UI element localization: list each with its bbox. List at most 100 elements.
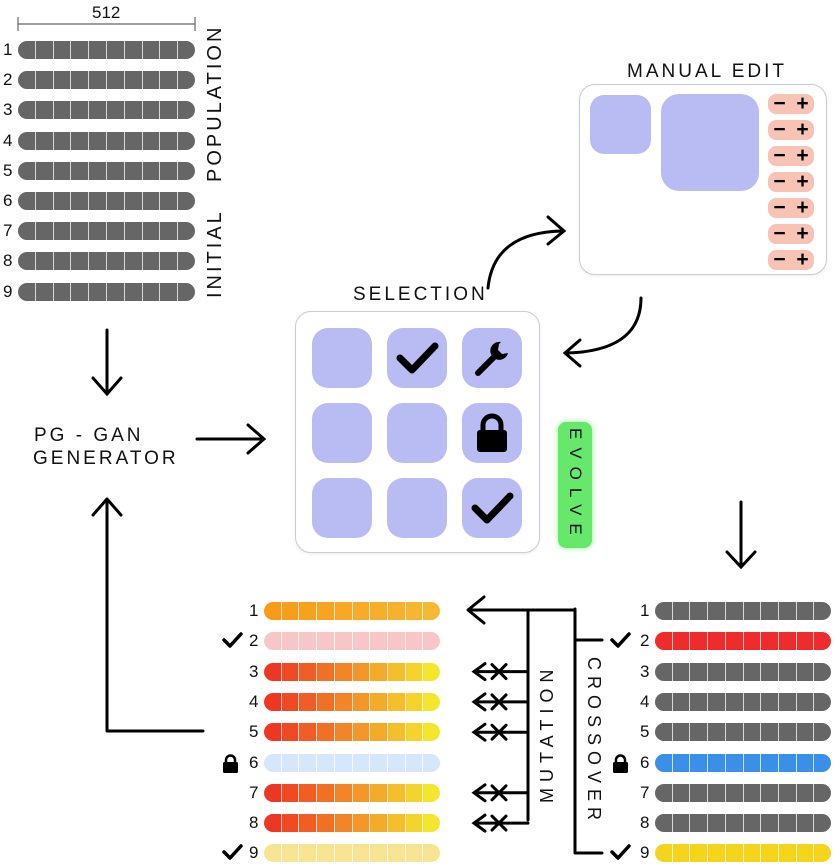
arrow-loop-to-generator [91, 497, 205, 733]
genome-cell [405, 783, 424, 802]
check-icon [396, 342, 439, 374]
row-number: 6 [3, 191, 13, 210]
genome-cell [814, 692, 831, 711]
increase-button[interactable]: + [796, 144, 809, 167]
row-number: 7 [640, 782, 650, 802]
genome-cell [142, 71, 161, 90]
row-number: 8 [3, 251, 13, 271]
genome-cell [18, 222, 36, 241]
genome-cell [71, 161, 90, 180]
genome-cell [370, 662, 388, 681]
genome-row [655, 723, 831, 742]
genome-cell [387, 602, 406, 620]
selection-tile-3[interactable] [462, 328, 522, 388]
genome-cell [655, 692, 673, 711]
increase-button[interactable]: + [796, 222, 809, 245]
genome-cell [743, 723, 762, 742]
selection-tile-2[interactable] [387, 328, 447, 388]
decrease-button[interactable]: − [773, 144, 786, 167]
genome-cell [106, 222, 125, 241]
genome-cell [796, 723, 815, 742]
genome-cell [370, 692, 388, 711]
genome-cell [778, 662, 797, 681]
row-number: 3 [249, 661, 259, 681]
genome-cell [796, 692, 815, 711]
genome-cell [778, 753, 797, 772]
population-label: POPULATION [204, 24, 226, 182]
decrease-button[interactable]: − [773, 248, 786, 271]
mutation-arrow [471, 783, 530, 803]
row-number: 4 [249, 691, 259, 711]
genome-cell [71, 222, 90, 241]
genome-cell [761, 602, 779, 620]
selection-tile-1[interactable] [312, 328, 372, 388]
genome-cell [814, 662, 831, 681]
genome-cell [370, 844, 388, 863]
selection-tile-9[interactable] [462, 478, 522, 538]
genome-cell [89, 161, 107, 180]
genome-cell [89, 41, 107, 59]
genome-cell [334, 723, 353, 742]
decrease-button[interactable]: − [773, 196, 786, 219]
mutation-arrow [471, 662, 530, 682]
genome-row [264, 783, 440, 802]
increase-button[interactable]: + [796, 196, 809, 219]
genome-cell [71, 131, 90, 150]
genome-cell [352, 662, 371, 681]
genome-cell [71, 192, 90, 210]
increase-button[interactable]: + [796, 170, 809, 193]
genome-cell [352, 753, 371, 772]
genome-cell [761, 723, 779, 742]
row-number: 8 [249, 813, 259, 833]
genome-cell [317, 602, 335, 620]
selection-tile-5[interactable] [387, 403, 447, 463]
genome-cell [672, 814, 691, 833]
genome-cell [672, 844, 691, 863]
genome-cell [725, 723, 744, 742]
selection-tile-4[interactable] [312, 403, 372, 463]
generator-line2: GENERATOR [33, 448, 179, 469]
genome-cell [423, 692, 440, 711]
genome-cell [317, 844, 335, 863]
genome-cell [53, 282, 72, 301]
selection-tile-6[interactable] [462, 403, 522, 463]
genome-cell [142, 252, 161, 271]
increase-button[interactable]: + [796, 248, 809, 271]
decrease-button[interactable]: − [773, 92, 786, 115]
genome-cell [370, 632, 388, 651]
decrease-button[interactable]: − [773, 222, 786, 245]
genome-cell [160, 282, 179, 301]
selected-mark [609, 843, 631, 866]
selection-tile-7[interactable] [312, 478, 372, 538]
genome-cell [761, 692, 779, 711]
lock-icon [223, 753, 238, 773]
genome-cell [264, 632, 282, 651]
genome-cell [690, 692, 709, 711]
genome-cell [160, 252, 179, 271]
genome-cell [18, 282, 36, 301]
genome-cell [387, 723, 406, 742]
evolve-button[interactable]: EVOLVE [558, 422, 592, 548]
decrease-button[interactable]: − [773, 170, 786, 193]
mutation-arrow [471, 813, 530, 833]
genome-cell [761, 783, 779, 802]
selection-tile-8[interactable] [387, 478, 447, 538]
genome-cell [299, 753, 318, 772]
genome-cell [743, 692, 762, 711]
mutation-arrow [471, 692, 530, 712]
genome-cell [796, 632, 815, 651]
genome-cell [106, 282, 125, 301]
genome-cell [405, 692, 424, 711]
increase-button[interactable]: + [796, 92, 809, 115]
genome-cell [299, 844, 318, 863]
increase-button[interactable]: + [796, 118, 809, 141]
genome-cell [317, 662, 335, 681]
genome-row [655, 753, 831, 772]
row-number: 4 [640, 691, 650, 711]
genome-cell [142, 192, 161, 210]
decrease-button[interactable]: − [773, 118, 786, 141]
genome-cell [387, 632, 406, 651]
genome-cell [690, 723, 709, 742]
genome-cell [35, 252, 54, 271]
genome-cell [35, 161, 54, 180]
